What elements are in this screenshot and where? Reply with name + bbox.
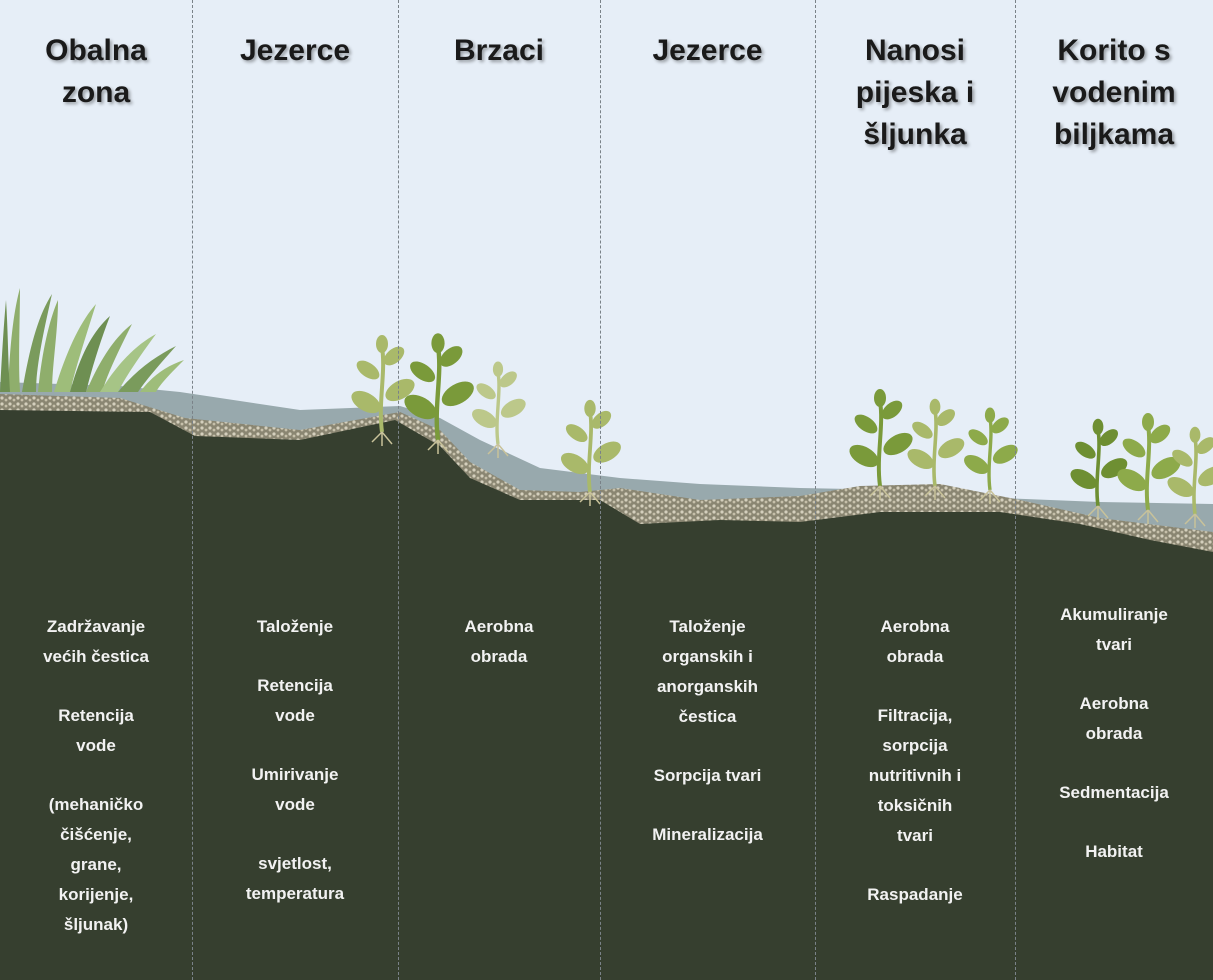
function-item: Aerobna obrada [1015, 689, 1213, 749]
function-item-line: Mineralizacija [652, 825, 763, 844]
function-item: Akumuliranje tvari [1015, 600, 1213, 660]
zone-title-line: pijeska i [855, 76, 975, 109]
zone-divider [398, 0, 399, 980]
function-item-line: toksičnih [877, 796, 953, 815]
plant-icon [964, 407, 1018, 504]
function-item: Umirivanje vode [192, 760, 398, 820]
function-item: (mehaničko čišćenje, grane, korijenje, šljun… [0, 790, 192, 940]
plant-icon [351, 335, 415, 446]
zone-function-list: Aerobna obrada [398, 612, 600, 701]
zone-title-line: Obalna [45, 34, 147, 67]
function-item-line: vode [275, 706, 315, 725]
function-item-line: Aerobna [464, 617, 534, 636]
function-item-line: obrada [1085, 724, 1143, 743]
function-item: Taloženje organskih i anorganskih čestica [600, 612, 815, 732]
function-item-line: tvari [897, 826, 933, 845]
zone-title-line: Korito s [1057, 34, 1171, 67]
function-item: Sorpcija tvari [600, 761, 815, 791]
function-item-line: Sorpcija tvari [653, 766, 762, 785]
function-item: Zadržavanje većih čestica [0, 612, 192, 672]
function-item-line: obrada [470, 647, 528, 666]
zone-title: Jezerce [600, 30, 815, 72]
function-item-line: grane, [70, 855, 122, 874]
function-item-line: organskih i [662, 647, 753, 666]
function-item: Mineralizacija [600, 820, 815, 850]
zone-title-line: Jezerce [239, 34, 351, 67]
plant-icon [1117, 413, 1181, 524]
function-item-line: Habitat [1085, 842, 1143, 861]
plant-icon [849, 389, 913, 500]
plant-icon [404, 333, 474, 454]
function-item: Aerobna obrada [815, 612, 1015, 672]
plant-icon [1167, 426, 1213, 528]
function-item-line: nutritivnih i [868, 766, 962, 785]
zone-divider [600, 0, 601, 980]
function-item-line: Filtracija, [877, 706, 953, 725]
function-item-line: vode [275, 795, 315, 814]
function-item-line: Aerobna [880, 617, 950, 636]
function-item-line: Retencija [58, 706, 134, 725]
function-item-line: temperatura [245, 884, 345, 903]
function-item-line: Aerobna [1079, 694, 1149, 713]
function-item: Filtracija, sorpcija nutritivnih i toksični… [815, 701, 1015, 851]
function-item-line: sorpcija [882, 736, 948, 755]
zone-title-line: vodenim [1052, 76, 1176, 109]
function-item-line: vode [76, 736, 116, 755]
function-item-line: većih čestica [43, 647, 149, 666]
function-item: Sedmentacija [1015, 778, 1213, 808]
function-item-line: Raspadanje [867, 885, 963, 904]
function-item-line: anorganskih [656, 677, 759, 696]
function-item-line: Zadržavanje [46, 617, 146, 636]
function-item-line: Akumuliranje [1060, 605, 1168, 624]
zone-divider [192, 0, 193, 980]
function-item: Taloženje [192, 612, 398, 642]
zone-title: Jezerce [192, 30, 398, 72]
zone-title-line: šljunka [863, 118, 967, 151]
function-item-line: šljunak) [63, 915, 129, 934]
zone-title-line: zona [61, 76, 131, 109]
zone-title: Brzaci [398, 30, 600, 72]
function-item-line: korijenje, [58, 885, 134, 904]
zone-title-line: biljkama [1053, 118, 1175, 151]
soil-layer [0, 410, 1213, 980]
zone-divider [815, 0, 816, 980]
zone-title-line: Nanosi [864, 34, 966, 67]
function-item: svjetlost, temperatura [192, 849, 398, 909]
function-item-line: tvari [1096, 635, 1132, 654]
plant-icon [472, 361, 526, 458]
zone-title-line: Jezerce [652, 34, 763, 67]
function-item-line: Retencija [257, 676, 333, 695]
function-item-line: Taloženje [669, 617, 746, 636]
zone-title: Korito s vodenim biljkama [1015, 30, 1213, 156]
function-item-line: (mehaničko [48, 795, 144, 814]
function-item-line: Umirivanje [251, 765, 339, 784]
function-item-line: Taloženje [256, 617, 334, 636]
zone-title: Nanosi pijeska i šljunka [815, 30, 1015, 156]
grass-icon [0, 288, 184, 392]
function-item-line: svjetlost, [258, 854, 332, 873]
function-item: Raspadanje [815, 880, 1015, 910]
function-item-line: čišćenje, [60, 825, 132, 844]
function-item-line: obrada [886, 647, 944, 666]
function-item-line: Sedmentacija [1059, 783, 1169, 802]
zone-title: Obalna zona [0, 30, 192, 114]
function-item: Retencija vode [0, 701, 192, 761]
function-item: Habitat [1015, 837, 1213, 867]
function-item: Aerobna obrada [398, 612, 600, 672]
zone-divider [1015, 0, 1016, 980]
zone-title-line: Brzaci [453, 34, 545, 67]
function-item-line: čestica [678, 707, 737, 726]
function-item: Retencija vode [192, 671, 398, 731]
plant-icon [907, 398, 965, 500]
